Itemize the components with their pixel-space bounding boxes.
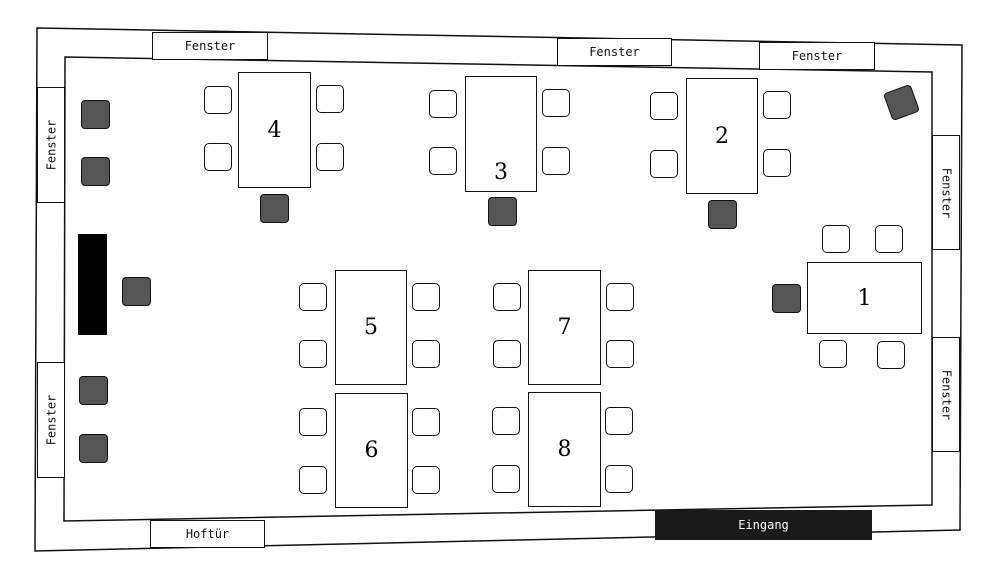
chair [819, 340, 847, 368]
window-top-2: Fenster [557, 38, 672, 66]
entrance-door: Eingang [655, 510, 872, 540]
chair [204, 143, 232, 171]
chair [299, 283, 327, 311]
chair [299, 408, 327, 436]
dark-seat [260, 194, 289, 223]
chair [493, 283, 521, 311]
table-6: 6 [335, 393, 408, 508]
window-label: Fenster [589, 45, 640, 59]
dark-seat [772, 284, 801, 313]
table-3: 3 [465, 76, 537, 192]
table-5: 5 [335, 270, 407, 385]
dark-seat [79, 376, 108, 405]
chair [605, 407, 633, 435]
courtyard-door: Hoftür [150, 520, 265, 548]
table-number: 3 [494, 160, 508, 185]
chair [412, 408, 440, 436]
chair [412, 283, 440, 311]
window-top-3: Fenster [759, 42, 875, 70]
chair [606, 283, 634, 311]
chair [492, 465, 520, 493]
window-label: Fenster [791, 49, 843, 63]
table-number: 6 [364, 438, 379, 463]
table-number: 5 [364, 315, 378, 340]
chair [606, 340, 634, 368]
chair [429, 147, 457, 175]
chair [412, 466, 440, 494]
chair [542, 147, 570, 175]
window-left-1: Fenster [37, 87, 65, 203]
chair [605, 465, 633, 493]
window-label: Fenster [939, 369, 954, 420]
table-7: 7 [528, 270, 601, 385]
chair [763, 149, 791, 177]
table-number: 7 [557, 315, 572, 340]
chair [822, 225, 850, 253]
chair [316, 143, 344, 171]
dark-seat [79, 434, 108, 463]
dark-seat [122, 277, 151, 306]
window-left-2: Fenster [37, 362, 65, 478]
chair [875, 225, 903, 253]
table-8: 8 [528, 392, 601, 507]
table-2: 2 [686, 78, 758, 194]
window-label: Fenster [939, 167, 954, 218]
chair [650, 92, 678, 120]
dark-seat [81, 100, 110, 129]
entrance-door-label: Eingang [738, 518, 789, 532]
chair [877, 341, 905, 369]
chair [650, 150, 678, 178]
chair [316, 85, 344, 113]
chair [763, 91, 791, 119]
chair [299, 466, 327, 494]
chair [412, 340, 440, 368]
chair [493, 340, 521, 368]
chair [204, 86, 232, 114]
chair [542, 89, 570, 117]
window-label: Fenster [44, 394, 59, 446]
blackboard [78, 234, 107, 335]
table-number: 1 [857, 285, 872, 311]
chair [492, 407, 520, 435]
table-number: 4 [267, 117, 282, 143]
table-number: 8 [557, 437, 572, 462]
chair [429, 90, 457, 118]
window-right-1: Fenster [932, 135, 960, 250]
table-4: 4 [238, 72, 311, 188]
table-1: 1 [807, 262, 922, 334]
window-label: Fenster [184, 39, 236, 53]
window-right-2: Fenster [932, 337, 960, 452]
window-top-1: Fenster [152, 32, 268, 60]
dark-seat [488, 197, 517, 226]
dark-seat [708, 200, 737, 229]
courtyard-door-label: Hoftür [185, 527, 230, 541]
chair [299, 340, 327, 368]
dark-seat [81, 157, 110, 186]
table-number: 2 [715, 123, 729, 149]
window-label: Fenster [44, 119, 59, 171]
